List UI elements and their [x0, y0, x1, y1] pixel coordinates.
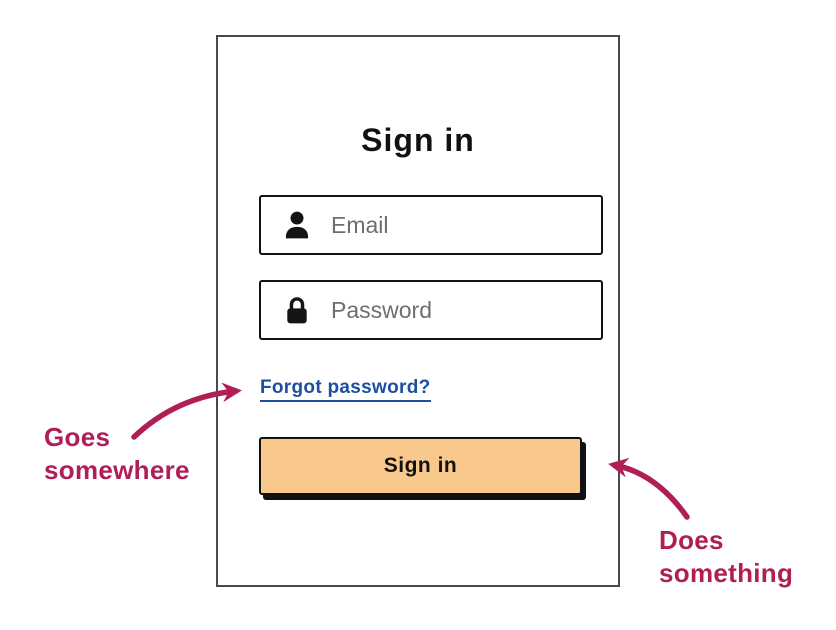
email-field[interactable] [259, 195, 603, 255]
arrow-to-signin-button [608, 457, 690, 520]
annotation-does-something: Does something [659, 525, 794, 589]
password-field[interactable] [259, 280, 603, 340]
signin-button[interactable]: Sign in [259, 437, 582, 495]
page-title: Sign in [361, 122, 475, 158]
signin-card: Sign in Forgot password? Sign in [216, 35, 620, 587]
lock-icon [283, 295, 311, 325]
person-icon [283, 210, 311, 240]
password-input[interactable] [331, 296, 561, 324]
email-input[interactable] [331, 211, 561, 239]
annotation-goes-somewhere: Goes somewhere [44, 422, 190, 486]
forgot-password-link[interactable]: Forgot password? [260, 377, 431, 402]
